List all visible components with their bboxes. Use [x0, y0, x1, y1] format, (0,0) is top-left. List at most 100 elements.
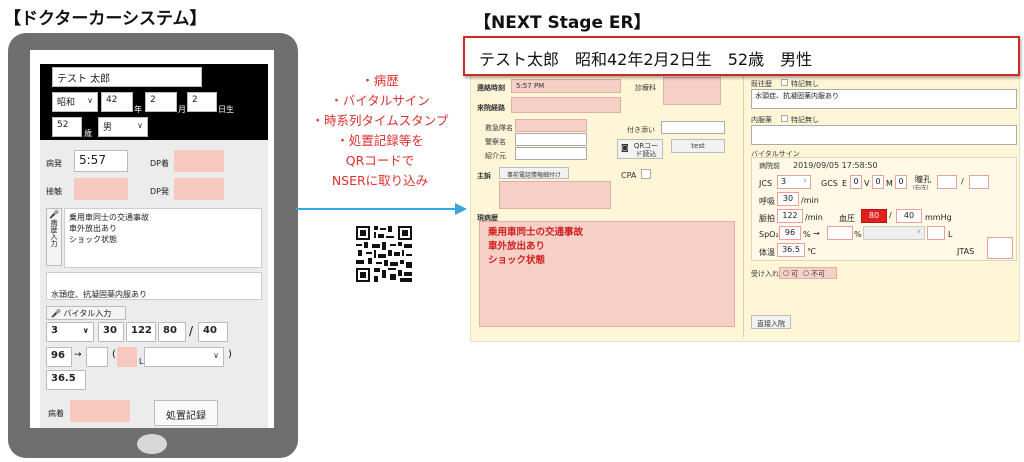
police-field[interactable]	[515, 133, 587, 146]
era-value: 昭和	[57, 98, 76, 108]
oxygen-device-select[interactable]: ∨	[144, 347, 224, 367]
birth-day-field[interactable]: 2	[187, 92, 217, 112]
meds-none-checkbox[interactable]	[781, 115, 788, 122]
accept-radio-group	[779, 267, 837, 279]
column-divider	[743, 75, 744, 337]
pupil-right-field[interactable]	[937, 175, 957, 189]
bp-dia-field[interactable]: 40	[896, 209, 922, 223]
tablet-home-button[interactable]	[137, 434, 167, 454]
chevron-down-icon: ∨	[82, 326, 90, 335]
dp-depart-field[interactable]	[174, 178, 224, 200]
pupil-label: 瞳孔	[915, 175, 931, 184]
age-field[interactable]: 52	[52, 117, 82, 137]
sex-select[interactable]: 男 ∨	[98, 117, 148, 137]
tablet-screen: テスト 太郎 昭和 ∨ 42 年 2 月 2 日生 52 歳 男 ∨ 病発 5:…	[30, 50, 274, 428]
prev-info-button[interactable]: 事前電話情報細付け	[499, 167, 569, 179]
sex-value: 男	[103, 123, 113, 133]
referrer-field[interactable]	[515, 147, 587, 160]
dp-arrive-field[interactable]	[174, 150, 224, 172]
transfer-arrow-head	[455, 203, 467, 215]
temp-unit: ℃	[807, 247, 816, 256]
vital-input-button[interactable]: 🎤 バイタル入力	[46, 306, 126, 320]
hospital-arrive-field[interactable]	[70, 400, 130, 422]
test-button[interactable]: test	[671, 139, 725, 153]
referrer-label: 紹介元	[485, 152, 506, 160]
contact-time-label: 連絡時刻	[477, 84, 505, 92]
spo2-label: SpO₂	[759, 230, 779, 239]
bp-extra-field[interactable]: 40	[198, 322, 228, 342]
history-line: 車外放出あり	[69, 224, 117, 233]
pupil-slash: /	[961, 177, 964, 186]
qr-read-button[interactable]: ◙ QRコー ド読込	[617, 139, 663, 159]
dept-field[interactable]	[663, 77, 721, 105]
history-voice-button[interactable]: 🎤 病歴入力	[46, 208, 62, 266]
spo2-field[interactable]: 96	[46, 347, 72, 367]
present-illness-field[interactable]: 乗用車同士の交通事故 車外放出あり ショック状態	[479, 221, 735, 327]
complaint-field[interactable]	[499, 181, 611, 209]
oxygen-flow-field[interactable]	[117, 347, 137, 367]
contact-time-field[interactable]: 5:57 PM	[511, 79, 621, 93]
patient-name-field[interactable]: テスト 太郎	[52, 67, 202, 87]
birth-year-field[interactable]: 42	[101, 92, 133, 112]
spo2-after-field[interactable]	[86, 347, 108, 367]
jcs-select[interactable]: 3 ∨	[46, 322, 94, 342]
onset-label: 病発	[46, 159, 62, 168]
treatment-record-button[interactable]: 処置記録	[154, 400, 218, 426]
past-history-none-checkbox[interactable]	[781, 79, 788, 86]
accept-no-radio[interactable]: ○	[803, 269, 810, 277]
gcs-e-label: E	[842, 179, 848, 188]
gcs-v-field[interactable]: 0	[872, 175, 884, 189]
gcs-e-field[interactable]: 0	[850, 175, 862, 189]
microphone-icon: 🎤	[49, 210, 59, 219]
temp-field[interactable]: 36.5	[777, 243, 805, 257]
pupil-left-field[interactable]	[969, 175, 989, 189]
feature-line: ・処置記録等を	[336, 133, 424, 148]
chevron-down-icon: ∨	[916, 228, 921, 235]
vital-input-label: バイタル入力	[63, 309, 112, 318]
gcs-label: GCS	[821, 179, 838, 188]
spo2-field[interactable]: 96	[779, 226, 801, 240]
chevron-down-icon: ∨	[87, 96, 93, 105]
qr-code-icon	[356, 226, 412, 282]
gcs-m-field[interactable]: 0	[895, 175, 907, 189]
direct-admit-button[interactable]: 直接入院	[751, 315, 791, 329]
meds-field[interactable]	[751, 125, 1017, 145]
era-select[interactable]: 昭和 ∨	[52, 92, 98, 112]
gcs-v-label: V	[864, 179, 870, 188]
jcs-label: JCS	[759, 179, 773, 188]
contact-time-field[interactable]	[74, 178, 128, 200]
resp-field[interactable]: 30	[777, 192, 799, 206]
dp-depart-label: DP発	[150, 187, 169, 196]
past-history-field[interactable]: 水頭症、抗凝固薬内服あり	[751, 89, 1017, 109]
jtas-field[interactable]	[987, 237, 1013, 259]
bp-label: 血圧	[839, 214, 855, 223]
birth-month-field[interactable]: 2	[145, 92, 177, 112]
accept-yes-radio[interactable]: ○	[783, 269, 790, 277]
spo2-after-field[interactable]	[827, 226, 853, 240]
history-textarea[interactable]: 乗用車同士の交通事故 車外放出あり ショック状態	[64, 208, 262, 268]
route-field[interactable]	[511, 97, 621, 113]
past-history-field[interactable]: 水頭症、抗凝固薬内服あり	[46, 272, 262, 300]
chevron-down-icon: ∨	[802, 177, 807, 184]
onset-time-field[interactable]: 5:57	[74, 150, 128, 172]
cpa-checkbox[interactable]	[641, 169, 651, 179]
bp-sys-field[interactable]: 122	[126, 322, 156, 342]
qr-read-label: QRコー ド読込	[633, 142, 659, 158]
oxygen-device-select[interactable]: ∨	[863, 226, 925, 240]
attendant-field[interactable]	[661, 121, 725, 134]
pulse-field[interactable]: 122	[777, 209, 803, 223]
temp-field[interactable]: 36.5	[46, 370, 86, 390]
bp-sys-field[interactable]: 80	[861, 209, 887, 223]
paren-close: )	[228, 349, 232, 360]
jcs-select[interactable]: 3 ∨	[777, 175, 811, 189]
month-unit: 月	[178, 105, 186, 114]
bp-dia-field[interactable]: 80	[158, 322, 186, 342]
dp-arrive-label: DP着	[150, 159, 169, 168]
ambulance-field[interactable]	[515, 119, 587, 132]
oxygen-flow-field[interactable]	[927, 226, 945, 240]
nser-form: 連絡時刻 5:57 PM 診療科 来院経路 救急隊名 警察名 紹介元 付き添い …	[470, 70, 1020, 342]
spo2-after-unit: %	[854, 230, 862, 239]
present-illness-line: 乗用車同士の交通事故	[488, 227, 584, 238]
hr-field[interactable]: 30	[98, 322, 124, 342]
transfer-arrow-line	[296, 208, 456, 210]
